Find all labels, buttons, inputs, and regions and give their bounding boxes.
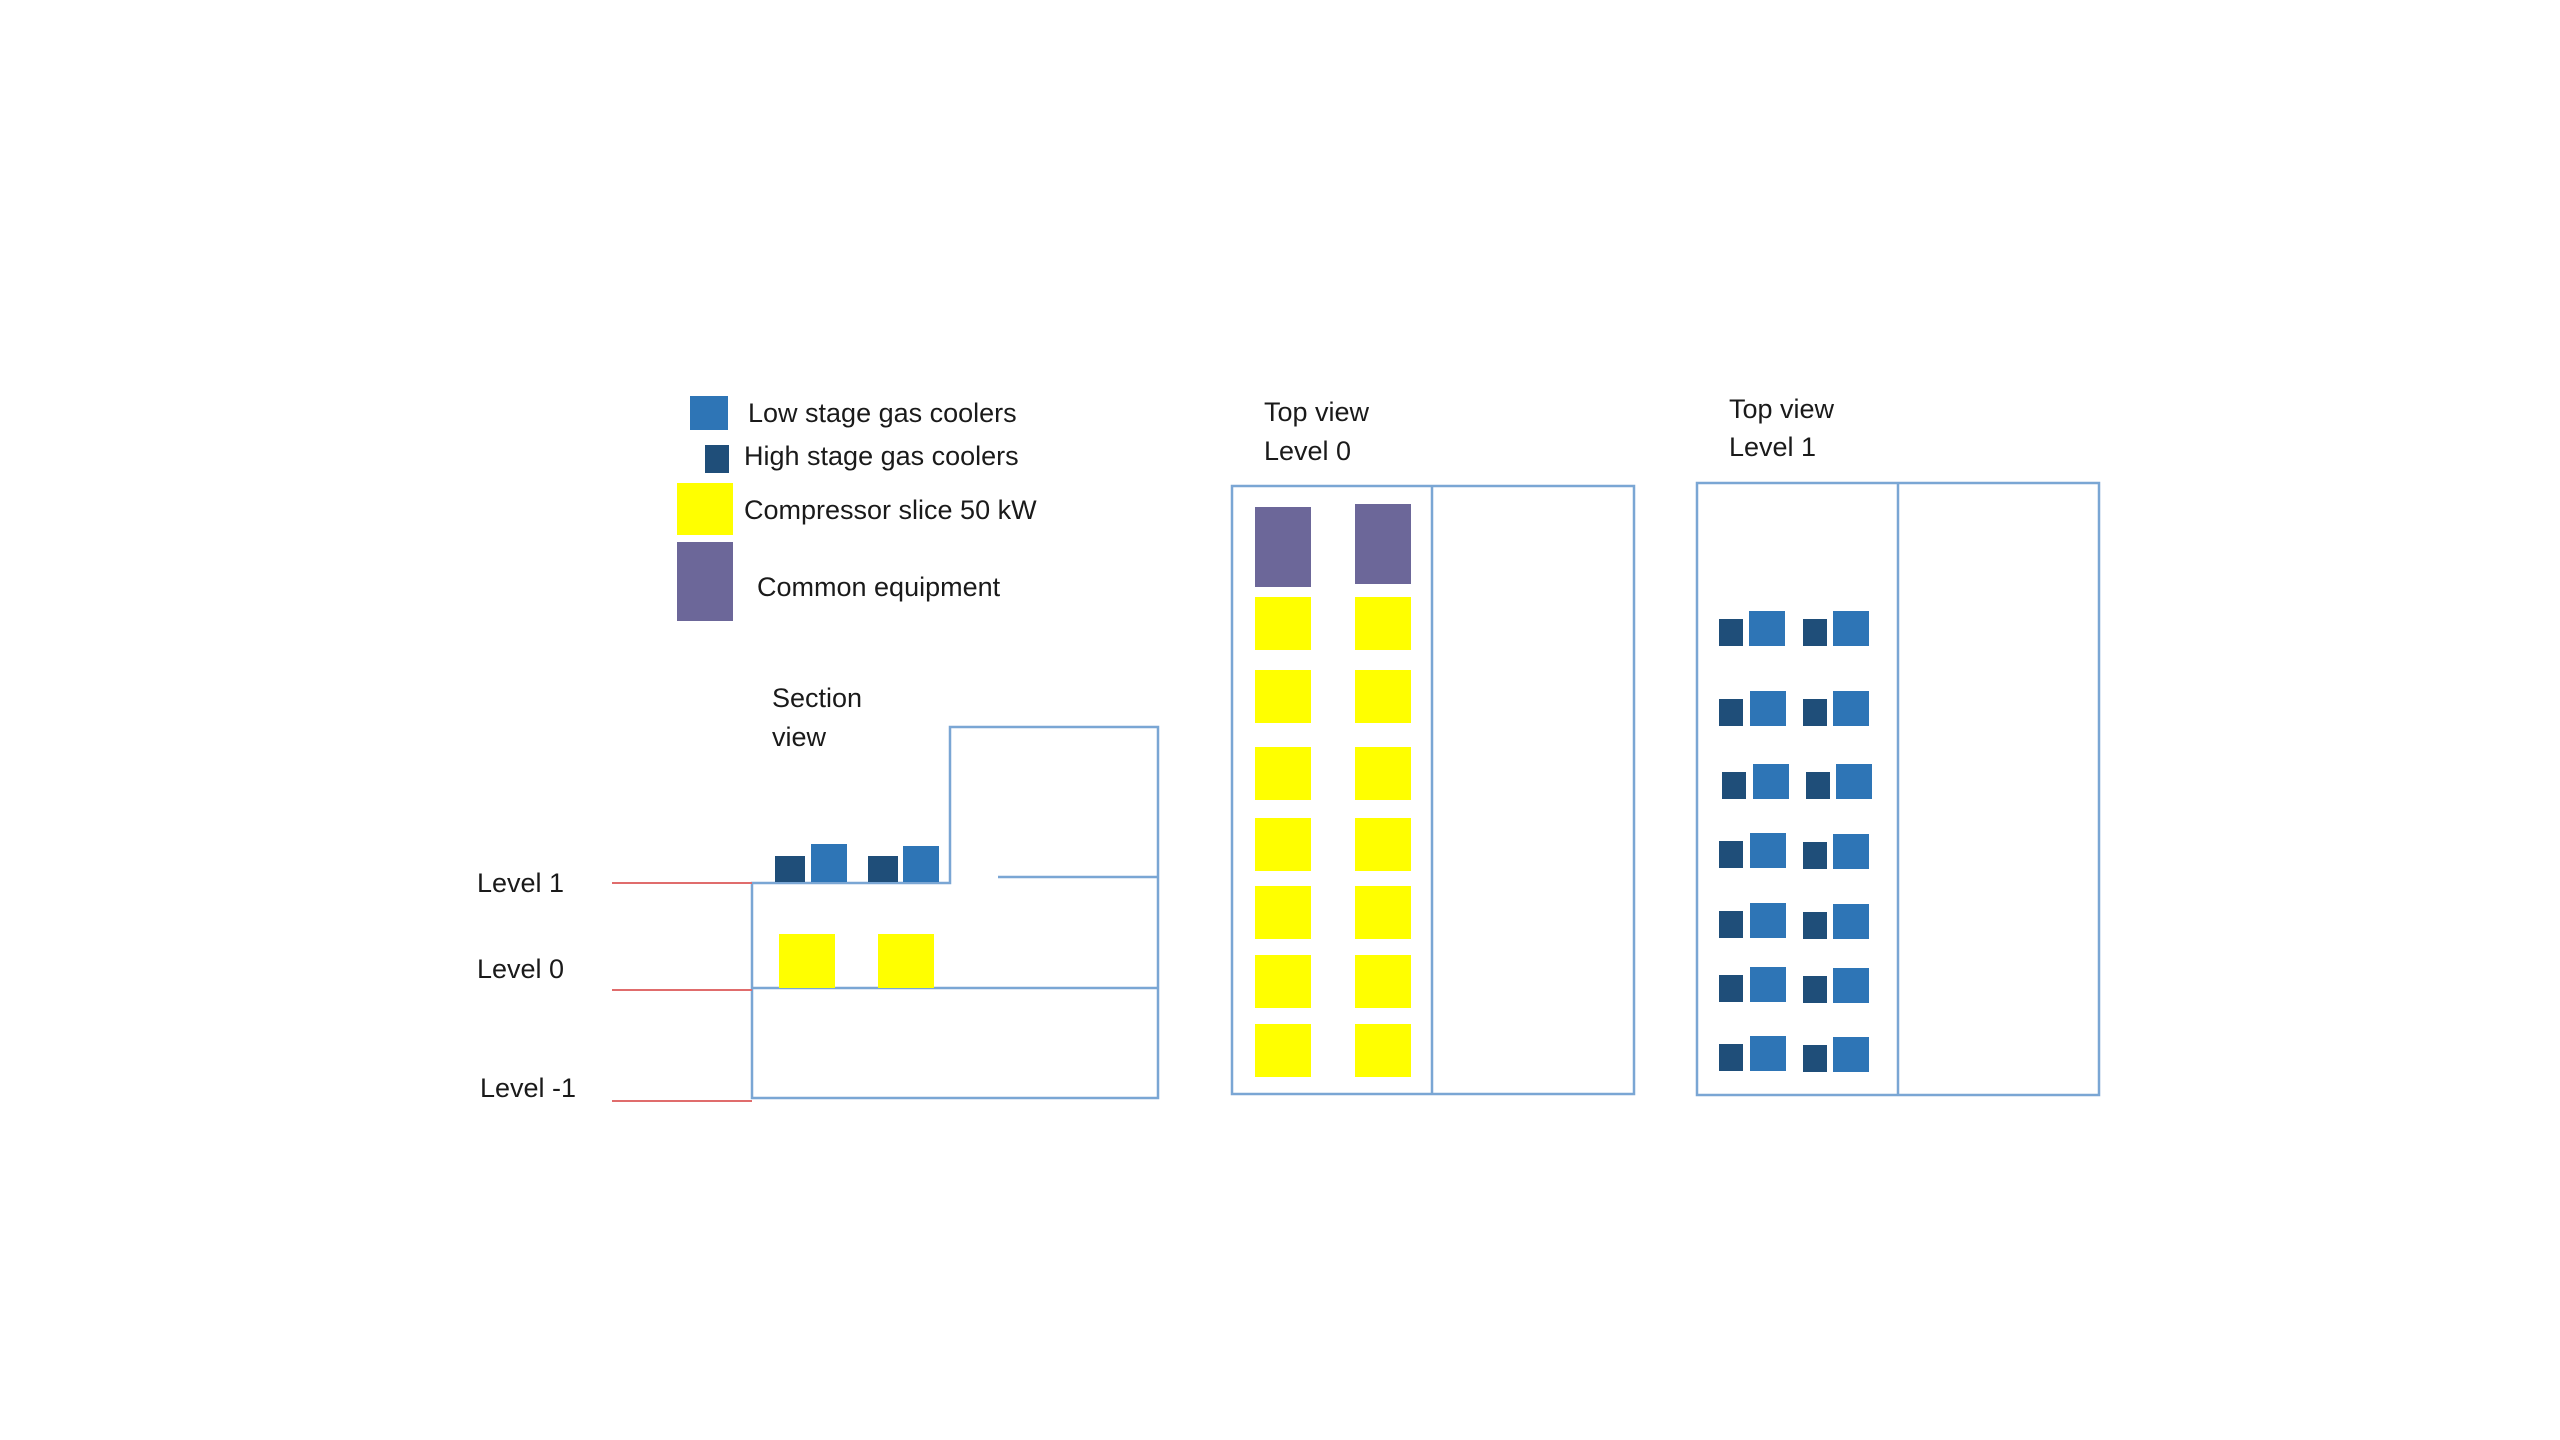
common-equipment [1255, 507, 1311, 587]
high-stage-gas-cooler [1719, 1044, 1743, 1071]
level-lines [612, 882, 752, 1102]
compressor-slice [1255, 955, 1311, 1008]
top-view-level-1: Top view Level 1 [1695, 394, 2101, 1097]
section-low-stage-cooler [811, 844, 847, 882]
legend-common-label: Common equipment [757, 572, 1001, 602]
top-view-level-1-outline [1695, 481, 2101, 1097]
compressor-slice [1355, 670, 1411, 723]
level-0-label: Level 0 [477, 954, 564, 984]
top-view-level-0-title-line1: Top view [1264, 397, 1370, 427]
high-stage-gas-cooler [1806, 772, 1830, 799]
top-view-level-0-title-line2: Level 0 [1264, 436, 1351, 466]
legend-common-swatch [677, 542, 733, 621]
compressor-slice [1255, 1024, 1311, 1077]
high-stage-gas-cooler [1722, 772, 1746, 799]
level-1-label: Level 1 [477, 868, 564, 898]
level-minus1-label: Level -1 [480, 1073, 576, 1103]
level-1-gas-cooler-grid [1719, 611, 1872, 1072]
compressor-slice [1355, 597, 1411, 650]
section-high-stage-cooler [775, 856, 805, 882]
top-view-level-1-title-line1: Top view [1729, 394, 1835, 424]
compressor-slice [1355, 886, 1411, 939]
section-low-stage-cooler [903, 846, 939, 882]
low-stage-gas-cooler [1750, 691, 1786, 726]
high-stage-gas-cooler [1803, 976, 1827, 1003]
section-high-stage-cooler [868, 856, 898, 882]
low-stage-gas-cooler [1833, 834, 1869, 869]
compressor-slice [1255, 747, 1311, 800]
section-building-outline [750, 725, 1160, 1100]
compressor-slice [1355, 955, 1411, 1008]
compressor-slice [1255, 818, 1311, 871]
top-view-level-1-title-line2: Level 1 [1729, 432, 1816, 462]
low-stage-gas-cooler [1750, 1036, 1786, 1071]
section-compressor [779, 934, 835, 988]
level-0-compressor-grid [1255, 597, 1411, 1077]
low-stage-gas-cooler [1750, 833, 1786, 868]
high-stage-gas-cooler [1719, 911, 1743, 938]
low-stage-gas-cooler [1753, 764, 1789, 799]
high-stage-gas-cooler [1803, 842, 1827, 869]
section-compressors [779, 934, 934, 988]
low-stage-gas-cooler [1833, 1037, 1869, 1072]
section-view: Section view Level 1 Level 0 Level -1 [477, 683, 1160, 1103]
section-compressor [878, 934, 934, 988]
low-stage-gas-cooler [1749, 611, 1785, 646]
low-stage-gas-cooler [1833, 968, 1869, 1003]
compressor-slice [1355, 818, 1411, 871]
legend-low-stage-swatch [690, 396, 728, 430]
top-view-level-0-outline [1230, 484, 1636, 1096]
low-stage-gas-cooler [1836, 764, 1872, 799]
high-stage-gas-cooler [1803, 699, 1827, 726]
section-gas-coolers [775, 844, 939, 882]
section-view-title-line2: view [772, 722, 827, 752]
legend-low-stage-label: Low stage gas coolers [748, 398, 1017, 428]
compressor-slice [1255, 886, 1311, 939]
section-view-title-line1: Section [772, 683, 862, 713]
high-stage-gas-cooler [1803, 619, 1827, 646]
legend-high-stage-swatch [705, 445, 729, 473]
high-stage-gas-cooler [1719, 975, 1743, 1002]
low-stage-gas-cooler [1833, 691, 1869, 726]
high-stage-gas-cooler [1719, 699, 1743, 726]
legend-compressor-swatch [677, 483, 733, 535]
high-stage-gas-cooler [1803, 912, 1827, 939]
top-view-level-0: Top view Level 0 [1230, 397, 1636, 1096]
compressor-slice [1255, 670, 1311, 723]
low-stage-gas-cooler [1833, 611, 1869, 646]
compressor-slice [1355, 747, 1411, 800]
legend: Low stage gas coolers High stage gas coo… [677, 396, 1037, 621]
legend-high-stage-label: High stage gas coolers [744, 441, 1019, 471]
legend-compressor-label: Compressor slice 50 kW [744, 495, 1037, 525]
low-stage-gas-cooler [1750, 903, 1786, 938]
common-equipment [1355, 504, 1411, 584]
high-stage-gas-cooler [1803, 1045, 1827, 1072]
low-stage-gas-cooler [1750, 967, 1786, 1002]
compressor-slice [1255, 597, 1311, 650]
compressor-slice [1355, 1024, 1411, 1077]
high-stage-gas-cooler [1719, 841, 1743, 868]
low-stage-gas-cooler [1833, 904, 1869, 939]
high-stage-gas-cooler [1719, 619, 1743, 646]
